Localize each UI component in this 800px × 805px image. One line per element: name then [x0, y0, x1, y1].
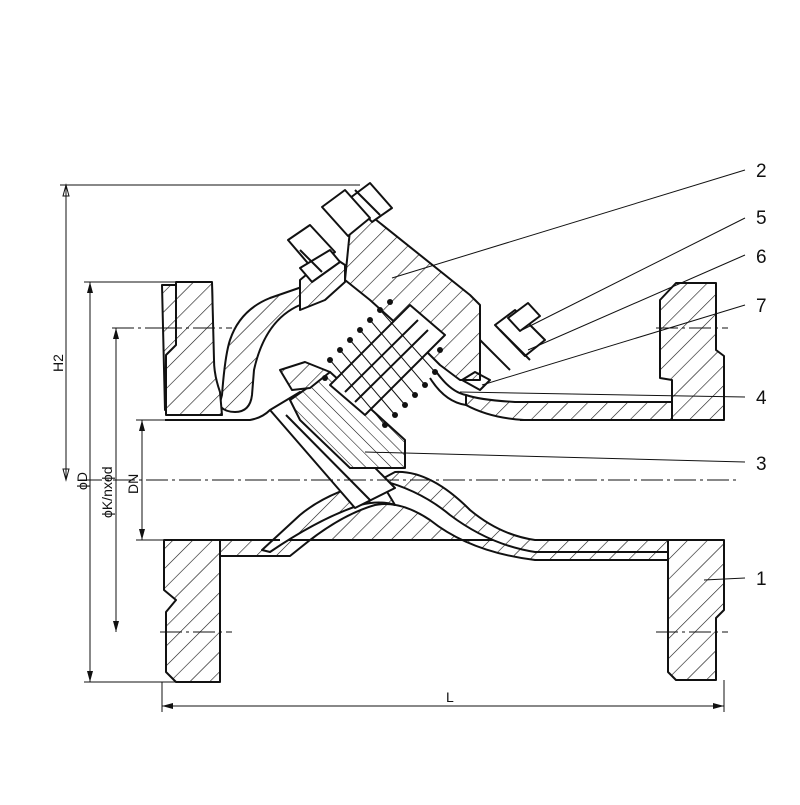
body-upper-right-wall: [465, 394, 673, 421]
left-flange-lower: [163, 539, 221, 683]
part-label-4: 4: [756, 388, 767, 409]
cover-part-2: [344, 214, 481, 381]
right-flange-upper: [659, 282, 725, 421]
dim-label-h2: H2: [50, 354, 66, 372]
guide-sleeve: [329, 304, 446, 416]
spring: [322, 299, 443, 428]
screen-filter-inner: [285, 414, 371, 501]
body-bore-outline: [165, 409, 672, 541]
part-label-2: 2: [756, 161, 767, 182]
dim-label-dn: DN: [125, 474, 141, 494]
dim-label-phiK: ϕK/nxϕd: [99, 467, 115, 518]
part-label-5: 5: [756, 208, 767, 229]
part-label-6: 6: [756, 247, 767, 268]
upper-bolt: [287, 182, 393, 283]
part-label-3: 3: [756, 454, 767, 475]
leader-lines: [364, 169, 746, 581]
right-bolt: [479, 302, 546, 371]
dim-label-length: L: [446, 689, 454, 705]
gasket-part-7: [461, 371, 491, 391]
part-3-seal: [279, 361, 331, 391]
left-flange-top-block: [165, 281, 223, 416]
lower-body-neck: [429, 369, 467, 406]
part-label-7: 7: [756, 296, 767, 317]
dim-label-phiD: ϕD: [74, 472, 90, 490]
right-flange-lower: [667, 539, 725, 681]
part-label-1: 1: [756, 569, 767, 590]
